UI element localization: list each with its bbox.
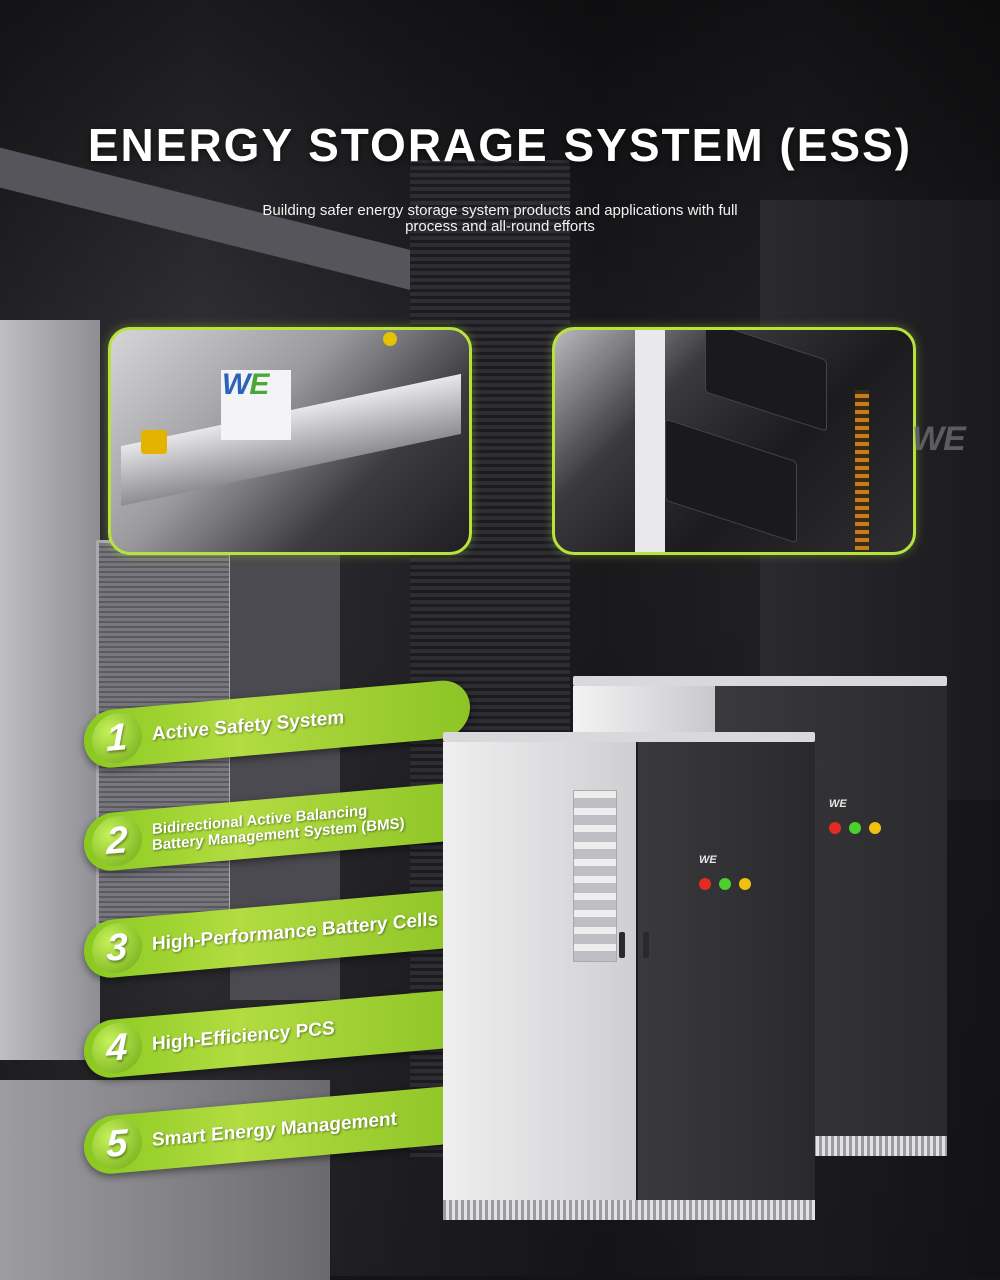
indicator-light-icon [719,878,731,890]
indicator-light-icon [829,822,841,834]
cabinet-base-vent [443,1200,815,1220]
battery-module-photo-right [552,327,916,555]
connector-icon [383,332,397,346]
battery-tray-icon [121,373,461,507]
ess-cabinet-front: WE [443,732,815,1220]
we-logo-icon: WE [222,368,269,401]
module-panel-icon [221,370,291,440]
battery-module-icon [665,418,797,544]
battery-module-photo-left [108,327,472,555]
door-seam [636,742,638,1200]
connector-icon [141,430,167,454]
feature-number: 3 [92,920,142,976]
feature-number: 1 [92,710,142,766]
indicator-light-icon [849,822,861,834]
cabinet-roof [443,732,815,742]
feature-number: 5 [92,1116,142,1172]
cable-strip-icon [855,390,869,550]
background-rack-left [0,320,100,1060]
feature-number: 4 [92,1020,142,1076]
cabinet-door [636,742,815,1200]
cabinet-roof [573,676,947,686]
door-handle-icon [619,932,625,958]
door-handle-icon [643,932,649,958]
we-logo-icon: WE [699,854,717,866]
feature-number: 2 [92,813,142,869]
indicator-light-icon [739,878,751,890]
page-title: ENERGY STORAGE SYSTEM (ESS) [87,119,913,171]
indicator-light-icon [699,878,711,890]
rack-panel-icon [635,330,665,552]
battery-module-icon [705,330,827,432]
indicator-light-icon [869,822,881,834]
page-subtitle: Building safer energy storage system pro… [262,202,738,235]
cabinet-vent-icon [573,790,617,962]
we-logo-icon: WE [912,420,966,458]
we-logo-icon: WE [829,798,847,810]
